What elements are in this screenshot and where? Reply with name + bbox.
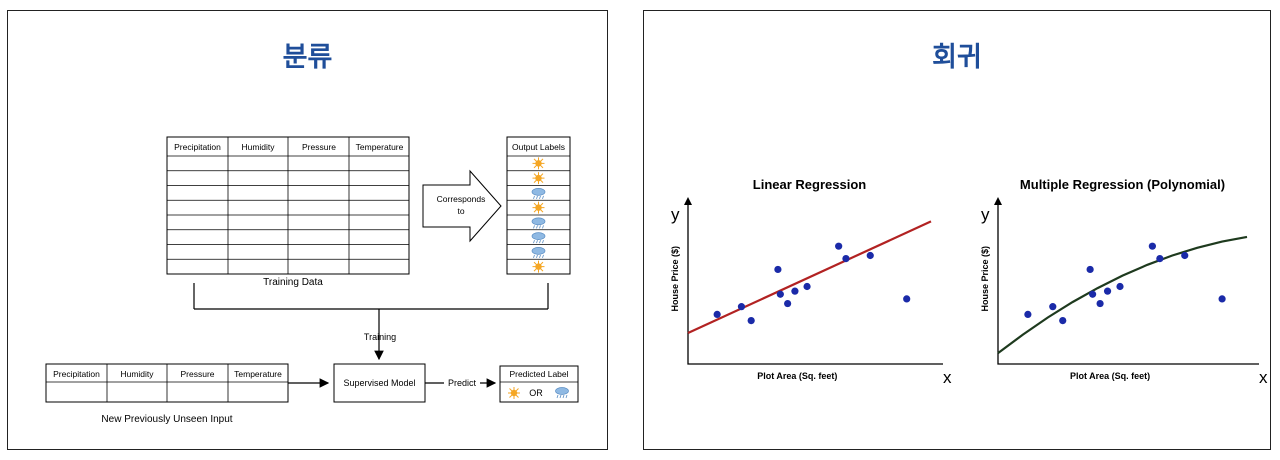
data-point (1181, 251, 1189, 260)
data-point (1218, 295, 1226, 303)
sun-icon (532, 156, 545, 170)
classification-panel: 분류 Prec (7, 10, 608, 450)
y-axis-label: House Price ($) (670, 246, 680, 312)
training-data-label: Training Data (263, 277, 323, 288)
data-point (1148, 242, 1156, 250)
sun-icon (532, 201, 545, 215)
training-data-table: Precipitation Humidity Pressure Temperat… (166, 136, 410, 275)
sun-icon (507, 386, 521, 400)
train-header-humidity: Humidity (241, 142, 275, 152)
regression-fit-line (997, 235, 1248, 354)
predict-label: Predict (448, 378, 477, 388)
y-axis-symbol: y (981, 205, 990, 224)
y-axis-label: House Price ($) (980, 246, 990, 312)
data-point (791, 287, 799, 295)
data-point (1049, 303, 1057, 311)
sun-icon (532, 171, 545, 185)
chart-title: Linear Regression (753, 177, 866, 192)
data-point (866, 251, 874, 260)
supervised-model-label: Supervised Model (343, 378, 415, 388)
or-text: OR (529, 388, 543, 398)
training-bracket (193, 283, 549, 361)
x-axis-label: Plot Area (Sq. feet) (1070, 371, 1150, 381)
data-point (842, 255, 850, 263)
output-labels-table: Output Labels (506, 136, 571, 275)
new-input-table: Precipitation Humidity Pressure Temperat… (45, 363, 289, 403)
polynomial-regression-chart: Multiple Regression (Polynomial) y x Plot A… (980, 177, 1268, 387)
output-labels-header: Output Labels (512, 142, 565, 152)
train-header-temperature: Temperature (356, 142, 404, 152)
data-point (903, 295, 911, 303)
input-header-pressure: Pressure (180, 369, 214, 379)
predicted-label-header: Predicted Label (509, 369, 568, 379)
chart-axes (687, 199, 943, 365)
data-point (747, 317, 755, 325)
y-axis-arrowhead (684, 197, 692, 205)
chart-axes (997, 199, 1259, 365)
train-header-precipitation: Precipitation (174, 142, 221, 152)
data-point (1059, 317, 1067, 325)
data-point (1096, 299, 1104, 308)
input-header-temperature: Temperature (234, 369, 282, 379)
predicted-label-box: Predicted Label OR (499, 365, 579, 403)
data-point (713, 310, 721, 318)
classification-title: 분류 (282, 42, 333, 73)
data-point (776, 290, 784, 298)
input-header-humidity: Humidity (120, 369, 154, 379)
data-point (784, 299, 792, 308)
data-point (1156, 255, 1164, 263)
x-axis-label: Plot Area (Sq. feet) (757, 371, 837, 381)
regression-panel: 회귀 Linear Regression y x Plot Area (Sq. fee… (643, 10, 1271, 450)
data-point (1116, 282, 1124, 291)
regression-charts: Linear Regression y x Plot Area (Sq. feet) H… (670, 177, 1268, 387)
input-header-precipitation: Precipitation (53, 369, 100, 379)
regression-fit-line (687, 220, 932, 334)
linear-regression-chart: Linear Regression y x Plot Area (Sq. feet) H… (670, 177, 952, 387)
data-point (1089, 290, 1097, 298)
chart-title: Multiple Regression (Polynomial) (1020, 177, 1225, 192)
data-point (1024, 310, 1032, 318)
data-point (737, 303, 746, 311)
data-point (774, 265, 782, 274)
x-axis-symbol: x (943, 368, 952, 387)
train-header-pressure: Pressure (302, 142, 336, 152)
classification-diagram: Precipitation Humidity Pressure Temperat… (45, 136, 579, 425)
new-input-label: New Previously Unseen Input (101, 414, 232, 425)
x-axis-symbol: x (1259, 368, 1268, 387)
data-point (1103, 287, 1112, 295)
data-point (835, 242, 843, 250)
training-label: Training (364, 332, 396, 342)
y-axis-symbol: y (671, 205, 680, 224)
sun-icon (532, 260, 545, 274)
regression-title: 회귀 (932, 42, 982, 73)
data-point (803, 282, 811, 291)
data-point (1086, 265, 1094, 274)
y-axis-arrowhead (994, 197, 1002, 205)
supervised-model-box: Supervised Model (333, 363, 426, 403)
